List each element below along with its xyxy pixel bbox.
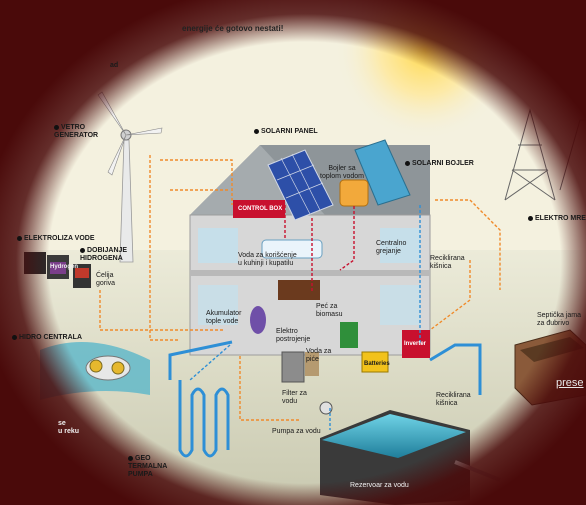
hydrogen-production-label: DOBIJANJE HIDROGENA <box>80 247 128 262</box>
boiler-hot-water-label: Bojler sa toplom vodom <box>320 165 364 180</box>
top-left-fragment-label: ad <box>110 62 119 69</box>
drinking-water-label: Voda za piće <box>306 348 332 363</box>
water-electrolysis-label: ELEKTROLIZA VODE <box>17 235 95 243</box>
central-heating-label: Centralno grejanje <box>376 240 407 255</box>
inverter-label: Inverter <box>404 341 427 347</box>
subtitle-text: energije će gotovo nestati! <box>182 24 284 33</box>
biomass-stove-label: Peć za biomasu <box>316 303 343 318</box>
power-grid-label: ELEKTRO MREŽ <box>528 215 586 223</box>
geothermal-pump-label: GEO TERMALNA PUMPA <box>128 455 168 478</box>
hydro-tail-label: se u reku <box>58 420 80 435</box>
recycled-water-top-label: Reciklirana kišnica <box>430 255 465 270</box>
hydrogen-tank-label: Hydrogen <box>50 264 79 270</box>
control-box-label: CONTROL BOX <box>238 206 283 212</box>
wind-generator-label: VETRO GENERATOR <box>54 124 99 139</box>
kitchen-water-label: Voda za korišćenje u kuhinji i kupatilu <box>238 252 297 267</box>
recycled-water-bottom-label: Reciklirana kišnica <box>436 392 471 407</box>
presentation-link[interactable]: prese <box>556 377 584 389</box>
septic-tank-label: Septička jama za đubrivo <box>537 312 581 327</box>
batteries-label: Batteries <box>364 361 390 367</box>
water-filter-label: Filter za vodu <box>282 390 307 405</box>
hydro-plant-label: HIDRO CENTRALA <box>12 334 82 342</box>
fuel-cell-label: Ćelija goriva <box>96 272 116 287</box>
water-reservoir-label: Rezervoar za vodu <box>350 482 409 489</box>
water-pump-label: Pumpa za vodu <box>272 428 321 435</box>
hot-water-accumulator-label: Akumulator tople vode <box>206 310 242 325</box>
solar-boiler-label: SOLARNI BOJLER <box>405 160 474 168</box>
solar-panel-label: SOLARNI PANEL <box>254 128 318 136</box>
electro-plant-label: Elektro postrojenje <box>276 328 311 343</box>
